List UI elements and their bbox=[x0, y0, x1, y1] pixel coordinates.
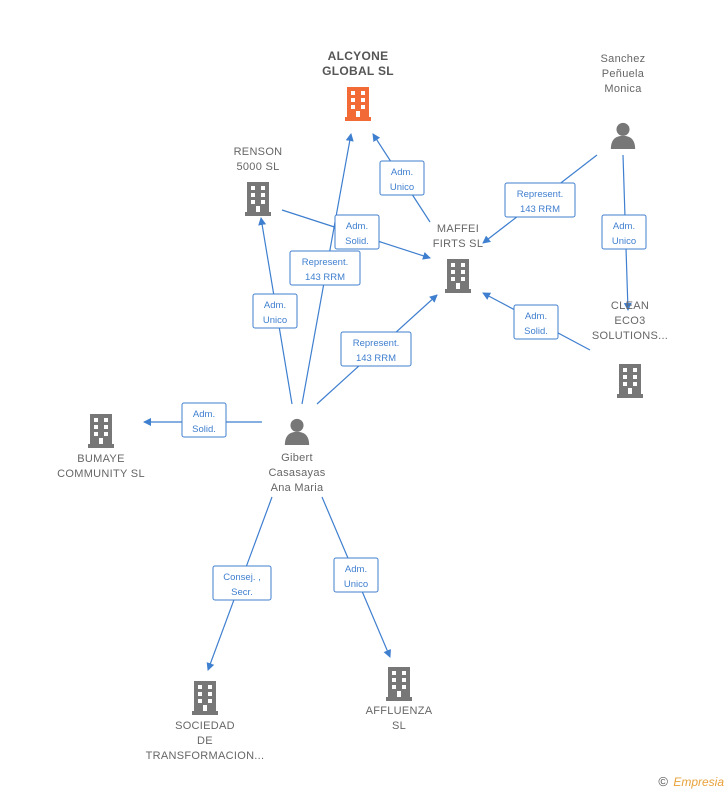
node-label-line: SL bbox=[392, 720, 406, 732]
building-icon bbox=[192, 681, 218, 715]
copyright-icon: © bbox=[658, 774, 668, 789]
edge-label-gibert-to-maffei[interactable]: Represent. 143 RRM bbox=[340, 331, 412, 367]
edge-label-sanchez-to-clean[interactable]: Adm. Unico bbox=[601, 214, 647, 250]
node-label-line: BUMAYE bbox=[77, 453, 124, 465]
edge-label-text: 143 RRM bbox=[305, 272, 345, 283]
node-label-line: TRANSFORMACION... bbox=[146, 750, 265, 762]
edge-label-text: Solid. bbox=[524, 326, 548, 337]
node-affluenza[interactable]: AFFLUENZA SL bbox=[366, 667, 433, 732]
node-label-line: ECO3 bbox=[614, 315, 645, 327]
edge-label-box bbox=[252, 293, 298, 329]
building-icon bbox=[245, 182, 271, 216]
node-label-line: Monica bbox=[604, 83, 642, 95]
node-label-line: GLOBAL SL bbox=[322, 64, 394, 78]
edge-label-text: Solid. bbox=[192, 424, 216, 435]
person-icon bbox=[610, 122, 636, 149]
edge-label-gibert-to-alcyone[interactable]: Represent. 143 RRM bbox=[289, 250, 361, 286]
edge-label-clean-to-maffei[interactable]: Adm. Solid. bbox=[513, 304, 559, 340]
building-icon bbox=[88, 414, 114, 448]
edge-label-text: Unico bbox=[344, 579, 368, 590]
edge-label-box bbox=[181, 402, 227, 438]
edge-label-text: Consej. , bbox=[223, 572, 261, 583]
edge-label-text: Adm. bbox=[193, 409, 215, 420]
node-label-line: COMMUNITY SL bbox=[57, 468, 145, 480]
node-bumaye[interactable]: BUMAYE COMMUNITY SL bbox=[57, 414, 145, 480]
edge-label-box bbox=[333, 557, 379, 593]
edge-label-gibert-to-renson[interactable]: Adm. Unico bbox=[252, 293, 298, 329]
edge-label-text: Solid. bbox=[345, 236, 369, 247]
footer-brand[interactable]: © Empresia bbox=[658, 774, 724, 789]
node-label-line: DE bbox=[197, 735, 213, 747]
node-label-line: FIRTS SL bbox=[433, 238, 484, 250]
edge-label-maffei-to-alcyone[interactable]: Adm. Unico bbox=[379, 160, 425, 196]
edge-label-text: Adm. bbox=[345, 564, 367, 575]
edge-label-box bbox=[379, 160, 425, 196]
edge-label-text: Adm. bbox=[264, 300, 286, 311]
building-icon bbox=[445, 259, 471, 293]
edge-label-gibert-to-affluenza[interactable]: Adm. Unico bbox=[333, 557, 379, 593]
node-maffei[interactable]: MAFFEI FIRTS SL bbox=[433, 223, 484, 293]
edge-label-text: Represent. bbox=[353, 338, 399, 349]
node-label-line: AFFLUENZA bbox=[366, 705, 433, 717]
edge-label-box bbox=[334, 214, 380, 250]
node-label-line: MAFFEI bbox=[437, 223, 479, 235]
edge-label-text: Adm. bbox=[391, 167, 413, 178]
edge-label-box bbox=[513, 304, 559, 340]
building-icon bbox=[386, 667, 412, 701]
node-label-line: SOCIEDAD bbox=[175, 720, 235, 732]
edge-label-text: Unico bbox=[390, 182, 414, 193]
edge-label-text: Represent. bbox=[517, 189, 563, 200]
node-label-line: RENSON bbox=[234, 146, 283, 158]
node-label-line: Sanchez bbox=[601, 53, 646, 65]
edge-label-box bbox=[601, 214, 647, 250]
edge-label-box bbox=[212, 565, 272, 601]
node-label-line: ALCYONE bbox=[328, 49, 389, 63]
edge-label-sanchez-to-maffei[interactable]: Represent. 143 RRM bbox=[504, 182, 576, 218]
edge-label-box bbox=[504, 182, 576, 218]
edge-label-text: Secr. bbox=[231, 587, 253, 598]
brand-logo: Empresia bbox=[673, 775, 724, 789]
building-icon bbox=[345, 87, 371, 121]
edge-label-text: Adm. bbox=[613, 221, 635, 232]
edge-label-text: Adm. bbox=[346, 221, 368, 232]
node-sociedad[interactable]: SOCIEDAD DE TRANSFORMACION... bbox=[146, 681, 265, 762]
node-label-line: CLEAN bbox=[611, 300, 649, 312]
edge-label-text: Represent. bbox=[302, 257, 348, 268]
node-renson[interactable]: RENSON 5000 SL bbox=[234, 146, 283, 216]
node-label-line: Peñuela bbox=[602, 68, 645, 80]
edge-label-renson-to-maffei[interactable]: Adm. Solid. bbox=[334, 214, 380, 250]
edge-label-text: Unico bbox=[612, 236, 636, 247]
edge-label-gibert-to-sociedad[interactable]: Consej. , Secr. bbox=[212, 565, 272, 601]
edge-label-box bbox=[289, 250, 361, 286]
node-label-line: Ana Maria bbox=[271, 482, 324, 494]
building-icon bbox=[617, 364, 643, 398]
node-clean[interactable]: CLEAN ECO3SOLUTIONS... bbox=[592, 300, 668, 398]
edge-label-gibert-to-bumaye[interactable]: Adm. Solid. bbox=[181, 402, 227, 438]
edge-label-text: Unico bbox=[263, 315, 287, 326]
node-label-line: SOLUTIONS... bbox=[592, 330, 668, 342]
edge-label-box bbox=[340, 331, 412, 367]
edge-label-text: 143 RRM bbox=[520, 204, 560, 215]
edge-label-text: Adm. bbox=[525, 311, 547, 322]
node-label-line: Casasayas bbox=[268, 467, 325, 479]
edge-label-text: 143 RRM bbox=[356, 353, 396, 364]
person-icon bbox=[284, 418, 310, 445]
node-label-line: Gibert bbox=[281, 452, 313, 464]
node-label-line: 5000 SL bbox=[236, 161, 279, 173]
